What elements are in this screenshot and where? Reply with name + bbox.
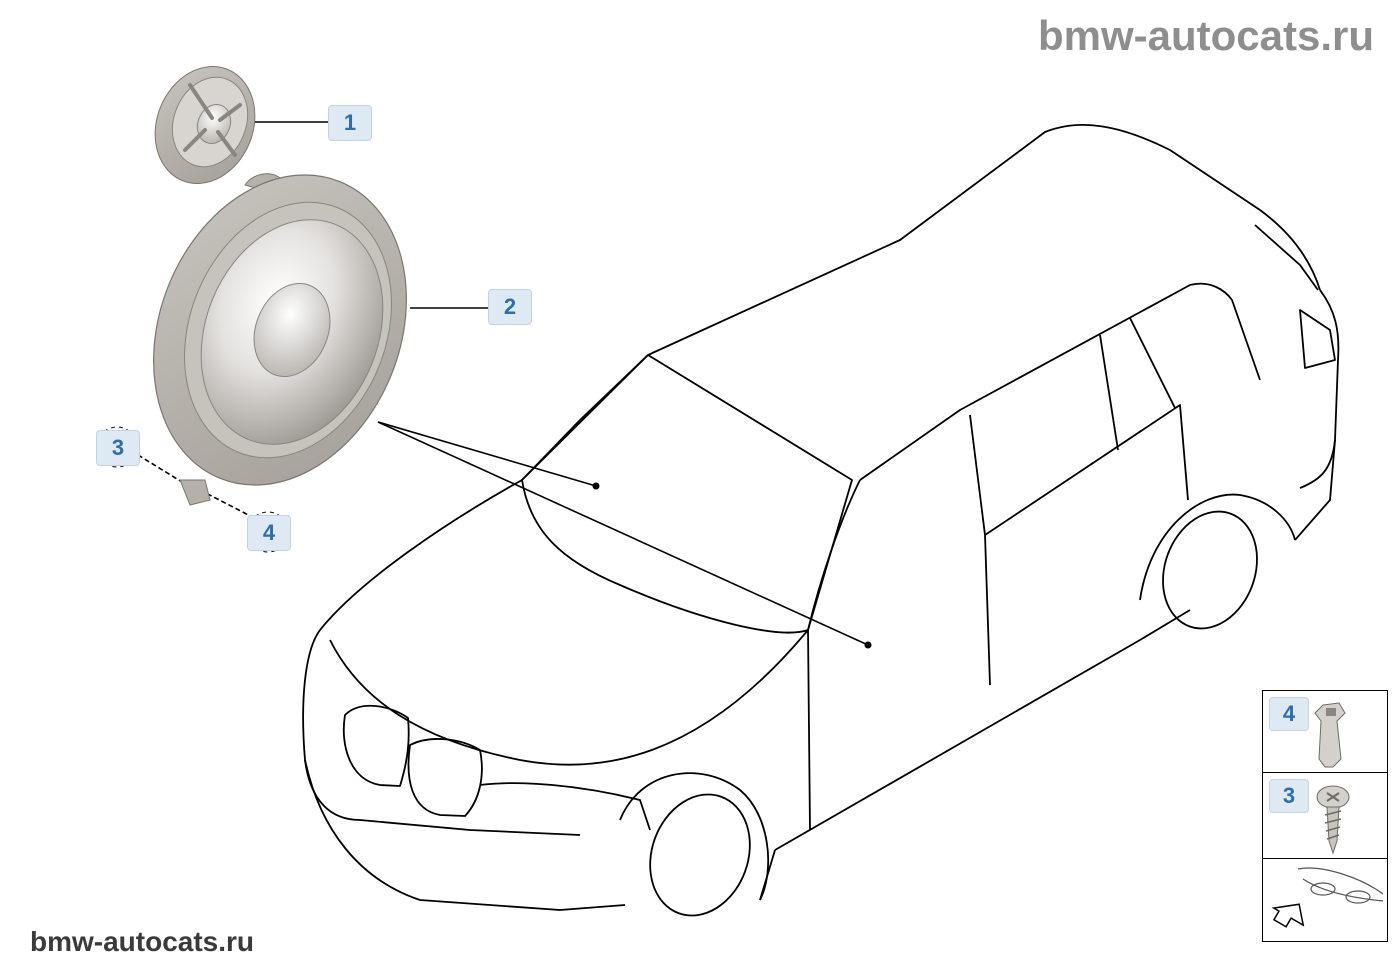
legend-label-3: 3 <box>1269 779 1309 813</box>
watermark-bottom: bmw-autocats.ru <box>30 926 255 957</box>
vehicle-front-arrow-icon <box>1271 867 1384 928</box>
legend-item-screw[interactable]: 3 <box>1262 772 1388 860</box>
callout-2[interactable]: 2 <box>488 289 532 325</box>
legend-item-vehicle-front[interactable] <box>1262 858 1388 942</box>
legend-item-clip-nut[interactable]: 4 <box>1262 690 1388 774</box>
callout-1[interactable]: 1 <box>328 105 372 141</box>
vehicle-outline <box>302 123 1340 917</box>
screw-icon <box>1316 785 1350 855</box>
mount-point-door <box>864 641 872 649</box>
watermark-top: bmw-autocats.ru <box>1037 12 1374 59</box>
speaker-illustration <box>153 173 407 506</box>
tweeter-illustration <box>154 66 256 184</box>
legend-label-4: 4 <box>1269 697 1309 731</box>
mount-point-front <box>592 482 600 490</box>
leader-lines <box>137 121 869 646</box>
callout-3[interactable]: 3 <box>96 430 140 466</box>
callout-4[interactable]: 4 <box>247 515 291 551</box>
clip-nut-icon <box>1314 702 1346 768</box>
